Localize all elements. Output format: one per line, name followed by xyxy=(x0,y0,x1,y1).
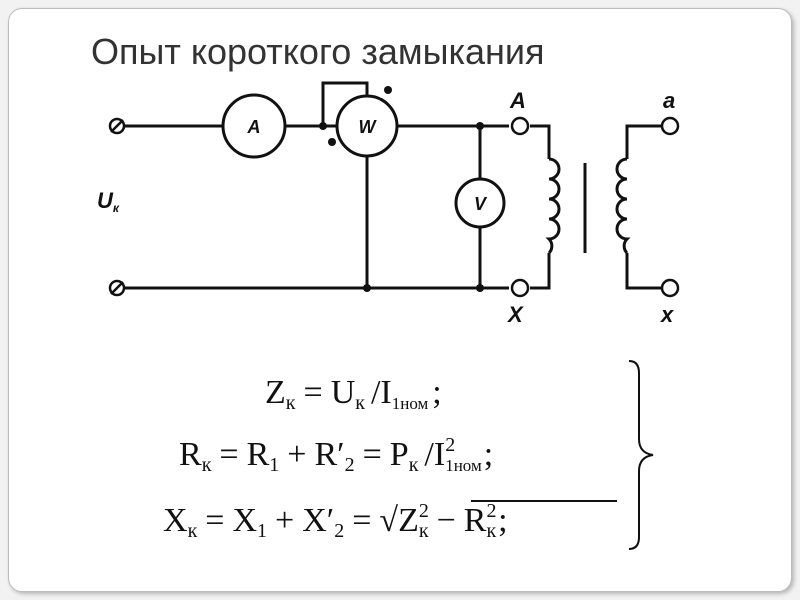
label-x: x xyxy=(660,302,674,327)
voltmeter: V xyxy=(454,177,506,229)
wattmeter-label: W xyxy=(359,117,378,137)
label-A: A xyxy=(509,88,526,113)
slide-title: Опыт короткого замыкания xyxy=(91,31,545,72)
label-X: X xyxy=(506,302,524,327)
formula-line-1: Zк=Uк/I1ном; xyxy=(265,374,442,414)
terminal-x xyxy=(660,278,680,298)
wattmeter-polarity-dot-current xyxy=(328,138,336,146)
slide: Опыт короткого замыкания xyxy=(8,8,792,592)
terminal-A xyxy=(510,116,530,136)
transformer-terminals xyxy=(510,116,680,298)
terminal-a xyxy=(660,116,680,136)
label-a: a xyxy=(663,88,675,113)
svg-text:Xк=X1+X′2=√Z2к−R2к;: Xк=X1+X′2=√Z2к−R2к; xyxy=(163,500,508,542)
terminal-X xyxy=(510,278,530,298)
circuit-wires xyxy=(125,81,661,290)
svg-text:Zк=Uк/I1ном;: Zк=Uк/I1ном; xyxy=(265,374,442,414)
input-terminal-bottom xyxy=(108,279,126,297)
voltmeter-label: V xyxy=(474,194,488,214)
junction-dots xyxy=(319,122,484,292)
ammeter-label: A xyxy=(247,117,261,137)
input-terminal-top xyxy=(108,117,126,135)
ammeter: A xyxy=(221,93,287,159)
wattmeter-polarity-dot-voltage xyxy=(384,86,392,94)
voltage-label: Uк xyxy=(97,188,120,215)
right-brace xyxy=(628,360,654,550)
short-circuit-diagram: A W V Uк A X a x Zк=Uк/I1ном; xyxy=(97,81,680,550)
wattmeter: W xyxy=(335,94,399,158)
